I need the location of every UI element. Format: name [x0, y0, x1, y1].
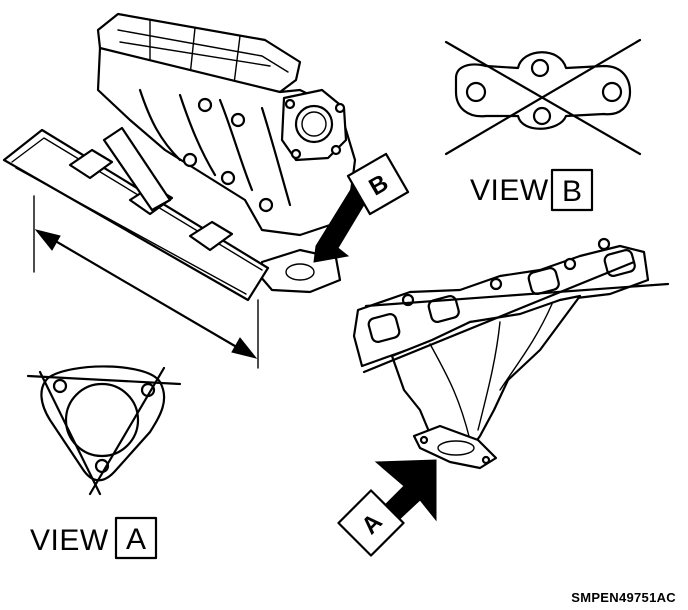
- view-a-letter-box: [114, 516, 158, 560]
- view-a-prefix: VIEW: [30, 524, 109, 557]
- view-b-gasket: [444, 38, 642, 156]
- arrow-a-letter-box: [337, 489, 405, 557]
- arrow-a: A: [337, 459, 437, 557]
- view-a-letter: A: [126, 523, 146, 556]
- arrow-b-letter-box: [346, 152, 410, 216]
- figure-code: SMPEN49751AC: [571, 590, 676, 605]
- intake-manifold-drawing: [2, 12, 357, 369]
- arrow-b: B: [313, 152, 410, 263]
- view-b-letter: B: [562, 175, 582, 208]
- view-a-gasket: [26, 365, 182, 496]
- view-b-letter-box: [550, 168, 594, 212]
- exhaust-manifold-drawing: [352, 237, 670, 470]
- view-b-prefix: VIEW: [470, 174, 549, 207]
